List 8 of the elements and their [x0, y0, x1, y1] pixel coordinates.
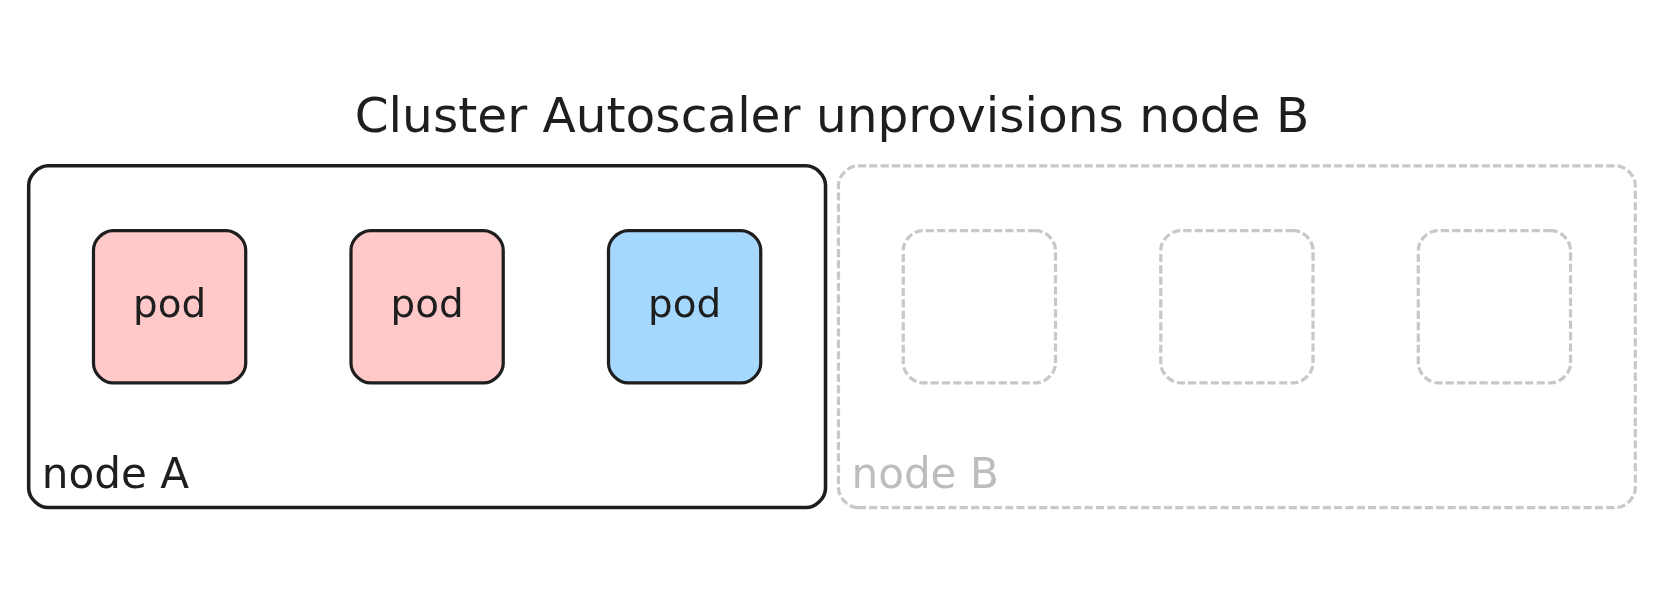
node-box: [1159, 228, 1315, 384]
node-box: [901, 228, 1058, 384]
node-box: [1416, 228, 1573, 384]
node-box: pod: [91, 228, 248, 384]
diagram-title: Cluster Autoscaler unprovisions node B: [354, 86, 1310, 143]
cluster: node B: [836, 163, 1637, 509]
node-box: pod: [349, 228, 505, 384]
node-box: pod: [606, 228, 763, 384]
